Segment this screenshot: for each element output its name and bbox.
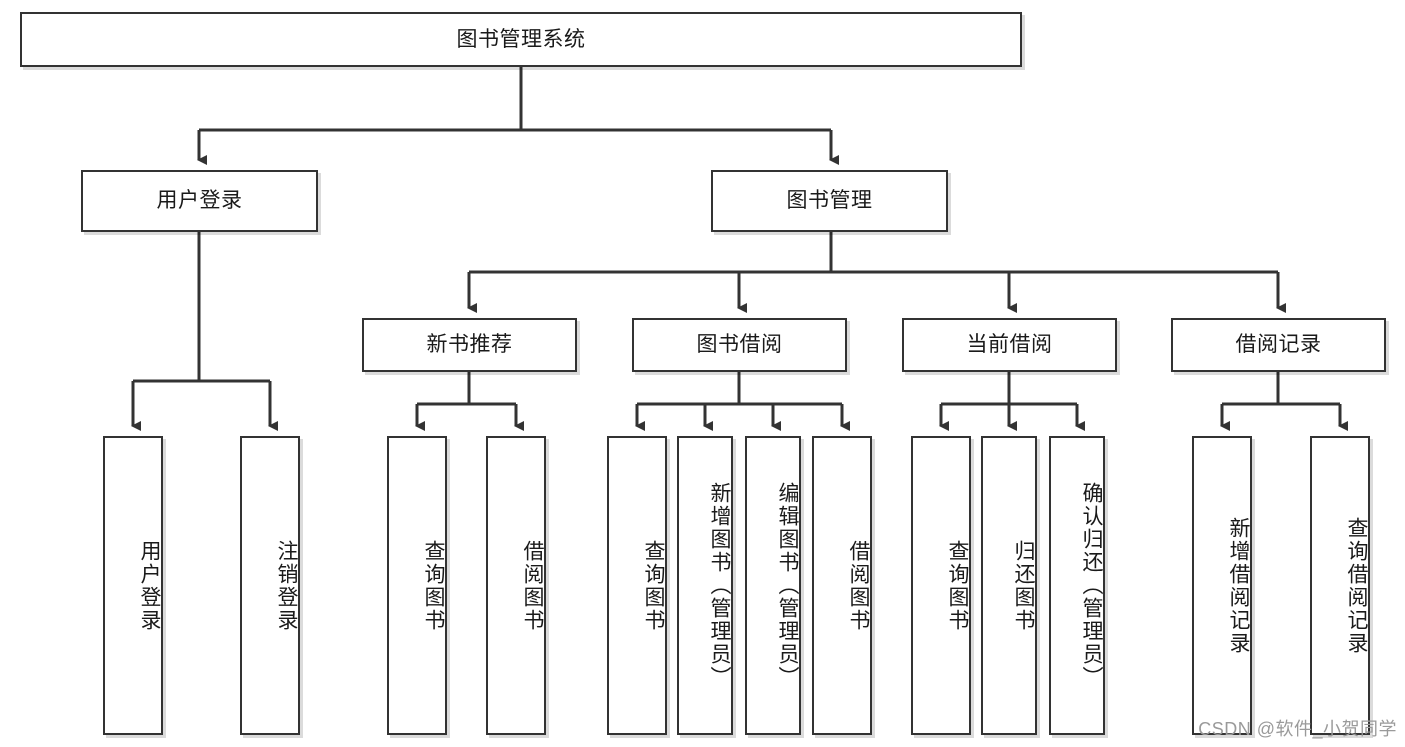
node-leaf-borrow-book-a-label: 借阅图书	[521, 539, 544, 632]
node-leaf-query-book-c[interactable]: 查询图书	[911, 436, 971, 735]
node-leaf-query-record-label: 查询借阅记录	[1345, 516, 1368, 655]
node-user-login[interactable]: 用户登录	[81, 170, 318, 232]
node-leaf-add-record-label: 新增借阅记录	[1227, 516, 1250, 655]
node-leaf-query-book-b[interactable]: 查询图书	[607, 436, 667, 735]
node-book-borrow[interactable]: 图书借阅	[632, 318, 847, 372]
node-leaf-logout[interactable]: 注销登录	[240, 436, 300, 735]
node-root[interactable]: 图书管理系统	[20, 12, 1022, 67]
node-leaf-edit-book-label: 编辑图书（管理员）	[776, 482, 799, 689]
node-borrow-record[interactable]: 借阅记录	[1171, 318, 1386, 372]
node-borrow-record-label: 借阅记录	[1235, 333, 1322, 357]
node-leaf-confirm-return-label: 确认归还（管理员）	[1080, 482, 1103, 689]
node-new-book-rec[interactable]: 新书推荐	[362, 318, 577, 372]
node-leaf-query-book-a[interactable]: 查询图书	[387, 436, 447, 735]
node-book-manage-label: 图书管理	[786, 189, 873, 213]
node-leaf-user-login-label: 用户登录	[138, 539, 161, 632]
node-leaf-query-book-c-label: 查询图书	[946, 539, 969, 632]
node-leaf-query-record[interactable]: 查询借阅记录	[1310, 436, 1370, 735]
node-root-label: 图书管理系统	[456, 27, 586, 51]
node-leaf-borrow-book-a[interactable]: 借阅图书	[486, 436, 546, 735]
watermark: CSDN @软件_小贺同学	[1198, 719, 1397, 739]
node-book-manage[interactable]: 图书管理	[711, 170, 948, 232]
node-leaf-return-book-label: 归还图书	[1012, 539, 1035, 632]
node-current-borrow[interactable]: 当前借阅	[902, 318, 1117, 372]
node-leaf-add-record[interactable]: 新增借阅记录	[1192, 436, 1252, 735]
node-leaf-borrow-book-b[interactable]: 借阅图书	[812, 436, 872, 735]
node-new-book-rec-label: 新书推荐	[426, 333, 513, 357]
node-leaf-add-book-label: 新增图书（管理员）	[708, 482, 731, 689]
node-leaf-edit-book[interactable]: 编辑图书（管理员）	[745, 436, 801, 735]
node-leaf-query-book-a-label: 查询图书	[422, 539, 445, 632]
node-leaf-query-book-b-label: 查询图书	[642, 539, 665, 632]
node-book-borrow-label: 图书借阅	[696, 333, 783, 357]
node-leaf-borrow-book-b-label: 借阅图书	[847, 539, 870, 632]
node-current-borrow-label: 当前借阅	[966, 333, 1053, 357]
node-leaf-add-book[interactable]: 新增图书（管理员）	[677, 436, 733, 735]
node-leaf-return-book[interactable]: 归还图书	[981, 436, 1037, 735]
node-leaf-confirm-return[interactable]: 确认归还（管理员）	[1049, 436, 1105, 735]
node-leaf-logout-label: 注销登录	[275, 539, 298, 632]
node-user-login-label: 用户登录	[156, 189, 243, 213]
node-leaf-user-login[interactable]: 用户登录	[103, 436, 163, 735]
